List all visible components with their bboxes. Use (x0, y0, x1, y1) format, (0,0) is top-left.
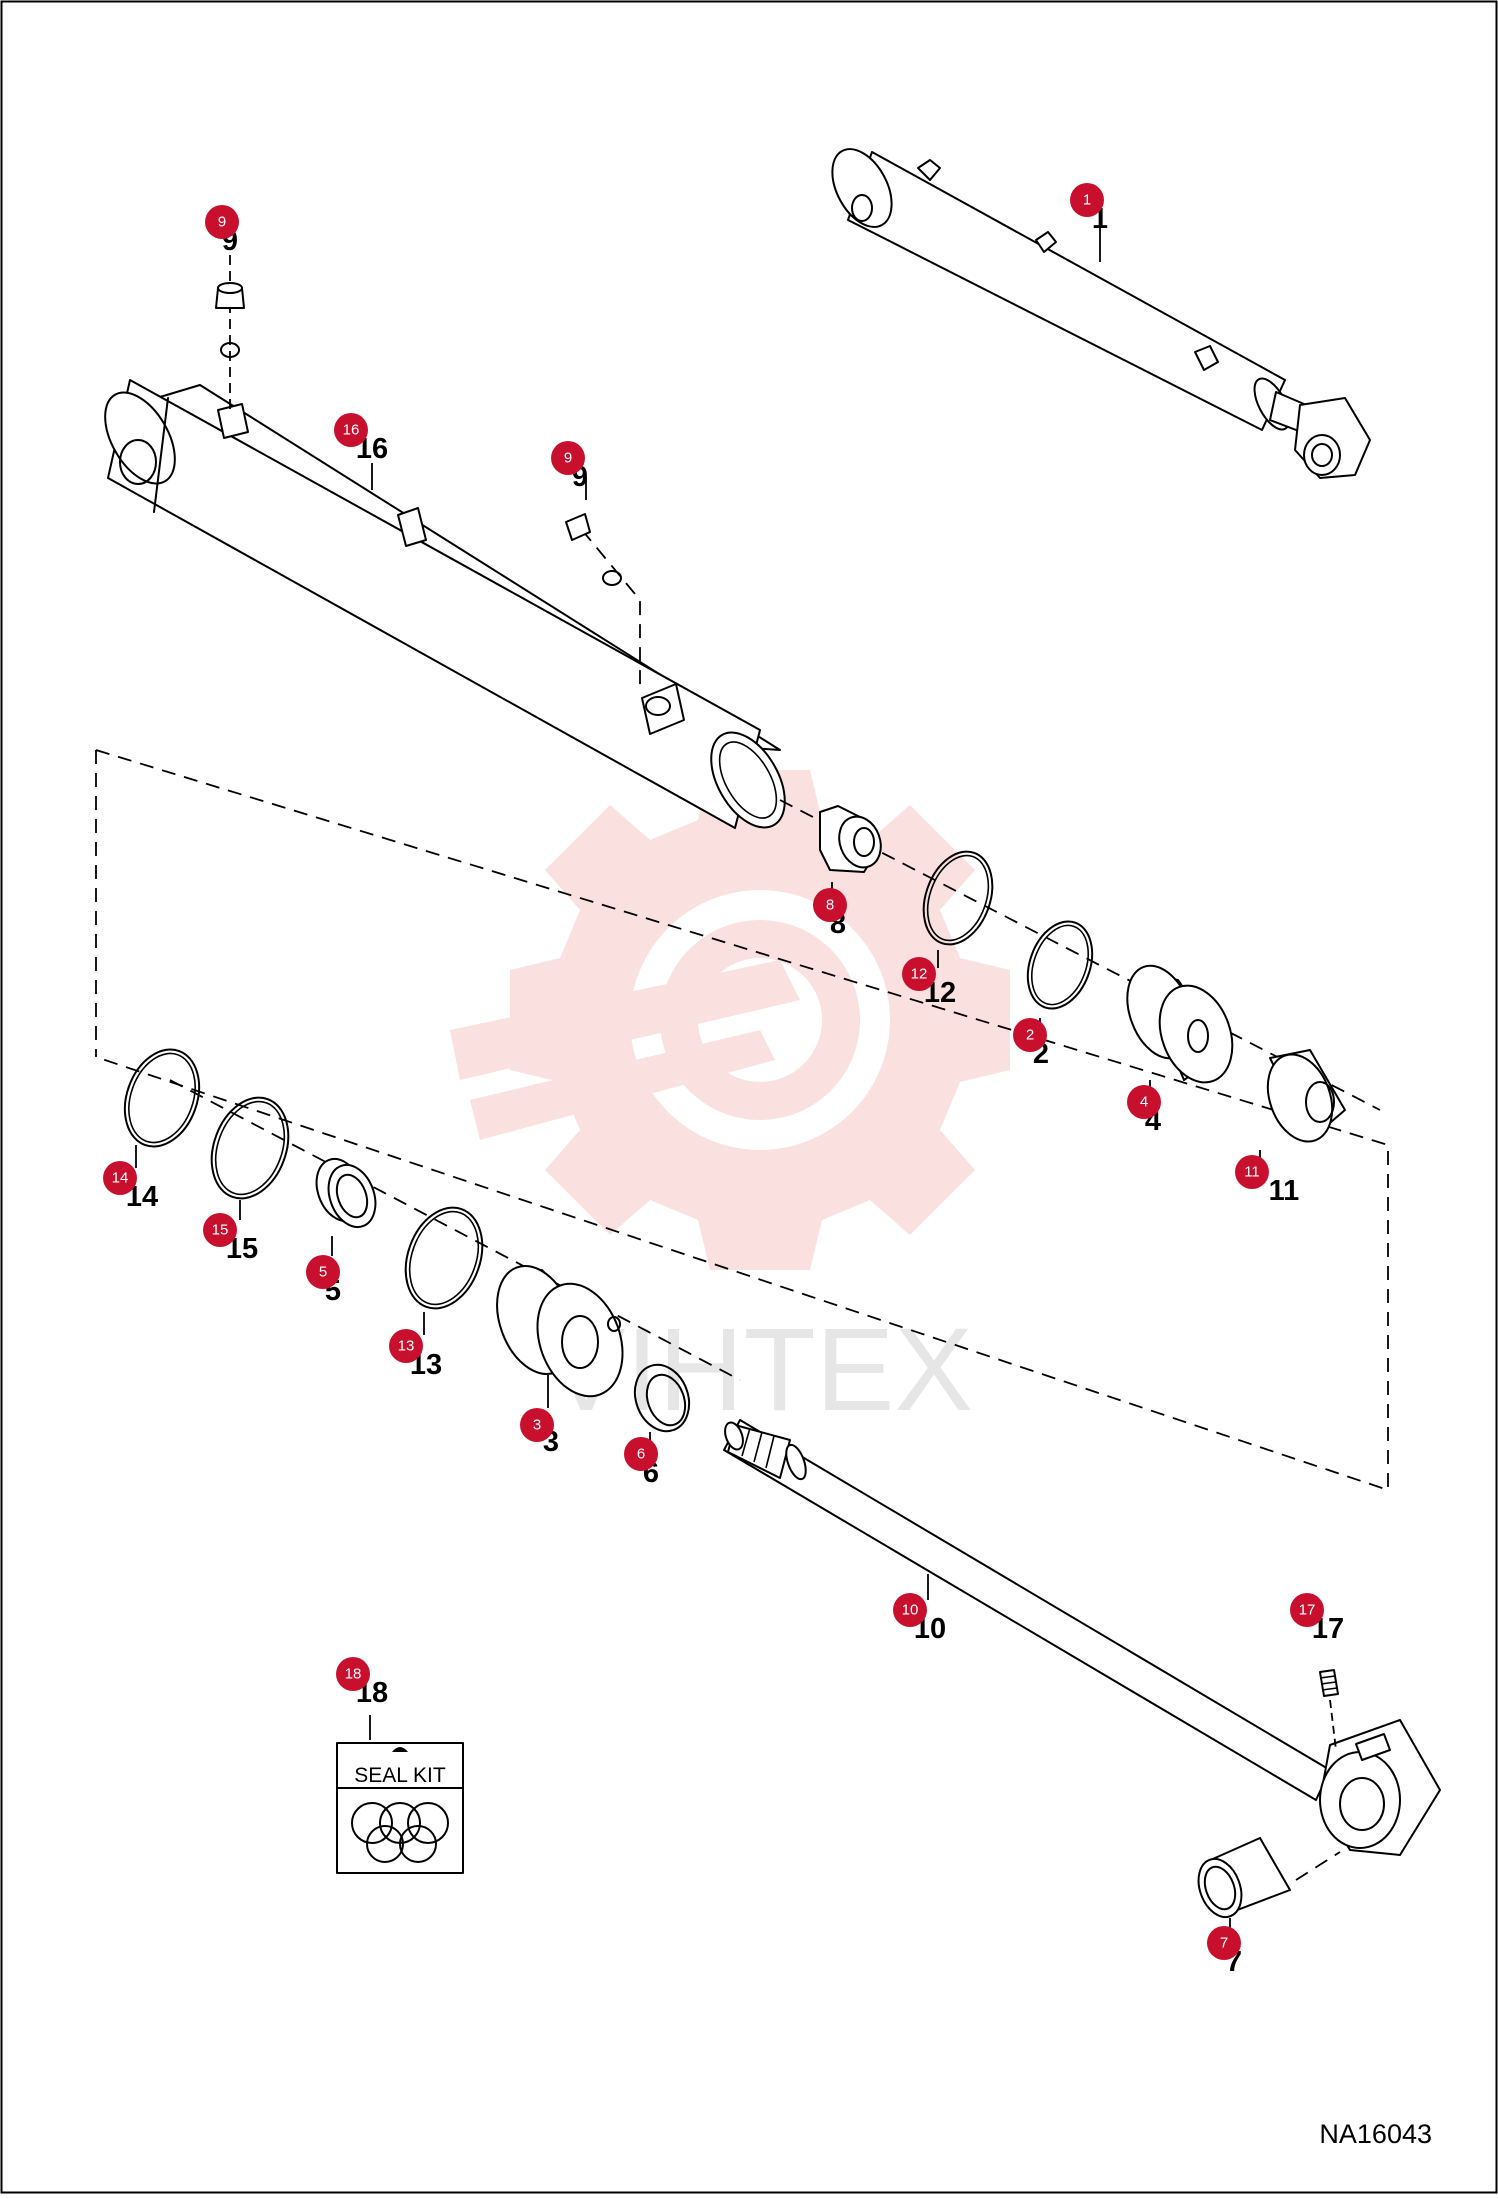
callout-number: 16 (343, 422, 360, 439)
callout-number: 17 (1299, 1602, 1316, 1619)
callout-badge[interactable] (336, 1657, 370, 1691)
part-callout-11[interactable]: 11 (1235, 1155, 1269, 1189)
assembled-cylinder (831, 148, 1371, 479)
part-callout-17[interactable]: 17 (1290, 1593, 1324, 1627)
part-callout-1[interactable]: 1 (1070, 183, 1104, 217)
assembly-axis-lower (169, 1079, 741, 1381)
callout-number: 7 (1220, 1935, 1228, 1952)
ring-15 (210, 1096, 290, 1200)
callout-badge[interactable] (389, 1329, 423, 1363)
barrel-16 (104, 379, 786, 829)
callout-badge[interactable] (813, 888, 847, 922)
callout-number: 12 (911, 966, 928, 983)
assembly-guide-dashed (95, 749, 1389, 1492)
grease-fitting-17 (1319, 1669, 1339, 1751)
callout-number: 4 (1140, 1094, 1148, 1111)
callout-badge[interactable] (1013, 1018, 1047, 1052)
callout-badge[interactable] (1207, 1926, 1241, 1960)
callout-badge[interactable] (902, 957, 936, 991)
callout-badge[interactable] (334, 413, 368, 447)
part-callout-3[interactable]: 3 (520, 1408, 554, 1442)
ring-13 (404, 1206, 484, 1310)
callout-badge[interactable] (1290, 1593, 1324, 1627)
part-callout-7[interactable]: 7 (1207, 1926, 1241, 1960)
callout-number: 6 (637, 1446, 645, 1463)
part-callout-14[interactable]: 14 (103, 1161, 137, 1195)
callout-number: 15 (212, 1222, 229, 1239)
callout-badge[interactable] (1127, 1085, 1161, 1119)
callout-badge[interactable] (1235, 1155, 1269, 1189)
bushing-7 (1197, 1837, 1341, 1919)
callout-badge[interactable] (551, 441, 585, 475)
seal-kit-label: SEAL KIT (354, 1764, 446, 1787)
part-callout-5[interactable]: 5 (306, 1255, 340, 1289)
callout-number: 13 (398, 1338, 415, 1355)
part-callout-18[interactable]: 18 (336, 1657, 370, 1691)
nut-8 (819, 805, 882, 873)
part-label-11: 11 (1269, 1175, 1300, 1207)
callout-number: 18 (345, 1666, 362, 1683)
part-callout-16[interactable]: 16 (334, 413, 368, 447)
part-callout-12[interactable]: 12 (902, 957, 936, 991)
callout-badge[interactable] (624, 1437, 658, 1471)
part-callout-2[interactable]: 2 (1013, 1018, 1047, 1052)
ring-14 (123, 1048, 201, 1148)
callout-number: 3 (533, 1417, 541, 1434)
plug-9-top (215, 255, 245, 410)
seal-kit-18: SEAL KIT (336, 1742, 464, 1874)
callout-number: 5 (319, 1264, 327, 1281)
callout-number: 10 (902, 1602, 919, 1619)
part-callout-8[interactable]: 8 (813, 888, 847, 922)
piston-4 (1126, 964, 1234, 1084)
wiper-6 (633, 1363, 691, 1433)
callout-number: 8 (826, 897, 834, 914)
plug-9-mid (565, 513, 641, 690)
callout-badge[interactable] (205, 205, 239, 239)
part-callout-6[interactable]: 6 (624, 1437, 658, 1471)
part-callout-9a[interactable]: 9 (205, 205, 239, 239)
callout-number: 14 (112, 1170, 129, 1187)
callout-number: 9 (564, 450, 572, 467)
callout-badge[interactable] (103, 1161, 137, 1195)
drawing-number: NA16043 (1319, 2119, 1432, 2149)
part-callout-9b[interactable]: 9 (551, 441, 585, 475)
rod-10 (723, 1419, 1441, 1856)
part-callout-4[interactable]: 4 (1127, 1085, 1161, 1119)
callout-badge[interactable] (520, 1408, 554, 1442)
bushing-5 (315, 1158, 377, 1228)
callout-number: 9 (218, 214, 226, 231)
ring-2 (1026, 920, 1094, 1010)
ring-12 (922, 850, 994, 946)
callout-badge[interactable] (203, 1213, 237, 1247)
part-callout-15[interactable]: 15 (203, 1213, 237, 1247)
head-3 (496, 1264, 624, 1398)
callout-number: 11 (1244, 1164, 1260, 1181)
spacer-11 (1266, 1049, 1346, 1143)
callout-badge[interactable] (1070, 183, 1104, 217)
callout-number: 2 (1026, 1027, 1034, 1044)
part-callout-10[interactable]: 10 (893, 1593, 927, 1627)
callout-badge[interactable] (306, 1255, 340, 1289)
part-callout-13[interactable]: 13 (389, 1329, 423, 1363)
callout-badge[interactable] (893, 1593, 927, 1627)
gear-wrench-watermark-icon (450, 770, 1010, 1270)
callout-number: 1 (1083, 192, 1091, 209)
